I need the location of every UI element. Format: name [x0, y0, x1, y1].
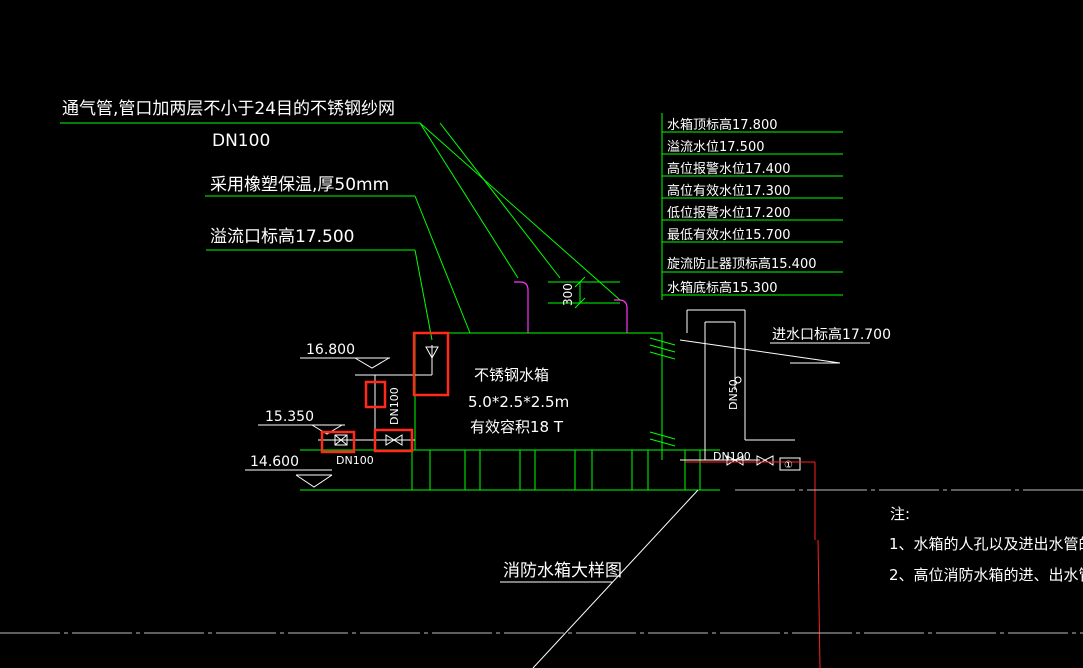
overflow-outlet-label: 溢流口标高17.500	[210, 227, 354, 247]
notes-heading: 注:	[890, 505, 910, 523]
tank-title: 不锈钢水箱	[474, 366, 549, 384]
dn100-right-bottom-label: DN100	[713, 450, 751, 463]
notes-item-2: 2、高位消防水箱的进、出水管应设置带	[889, 566, 1083, 584]
right-piping	[649, 309, 841, 471]
elev-15350: 15.350	[265, 409, 314, 425]
vent-pipes	[514, 281, 628, 333]
water-level-7: 水箱底标高15.300	[667, 280, 778, 296]
insulation-note: 采用橡塑保温,厚50mm	[210, 175, 389, 195]
water-level-4: 低位报警水位17.200	[667, 205, 791, 221]
water-level-3: 高位有效水位17.300	[667, 183, 791, 199]
vent-pipe-note: 通气管,管口加两层不小于24目的不锈钢纱网	[62, 99, 395, 119]
float-valve-marker: ①	[784, 460, 793, 471]
bottom-frame-lines	[0, 489, 1083, 668]
elevation-markers	[245, 357, 390, 488]
dn100-left-bottom-label: DN100	[336, 454, 374, 467]
leader-lines	[60, 122, 621, 341]
water-level-5: 最低有效水位15.700	[667, 228, 791, 243]
water-level-1: 溢流水位17.500	[667, 140, 765, 155]
red-drain-line	[685, 461, 821, 668]
tank-size: 5.0*2.5*2.5m	[468, 393, 569, 411]
water-level-table	[661, 113, 843, 300]
elev-14600: 14.600	[250, 454, 299, 470]
dn100-vertical-label: DN100	[388, 387, 401, 425]
elev-16800: 16.800	[306, 342, 355, 358]
tank-foundation	[300, 449, 720, 491]
dim-300-label: 300	[561, 283, 575, 306]
water-level-2: 高位报警水位17.400	[667, 161, 791, 177]
inlet-elev-label: 进水口标高17.700	[772, 326, 891, 343]
dimension-300	[548, 276, 620, 309]
dn100-top-label: DN100	[212, 131, 270, 151]
highlight-boxes	[320, 331, 450, 454]
water-level-6: 旋流防止器顶标高15.400	[667, 256, 817, 272]
dn50-vertical-label: DN50	[727, 379, 740, 410]
notes-item-1: 1、水箱的人孔以及进出水管的阀门等应	[889, 535, 1083, 553]
drawing-title: 消防水箱大样图	[503, 561, 622, 581]
water-level-0: 水箱顶标高17.800	[667, 117, 778, 133]
tank-volume: 有效容积18 T	[470, 418, 564, 436]
